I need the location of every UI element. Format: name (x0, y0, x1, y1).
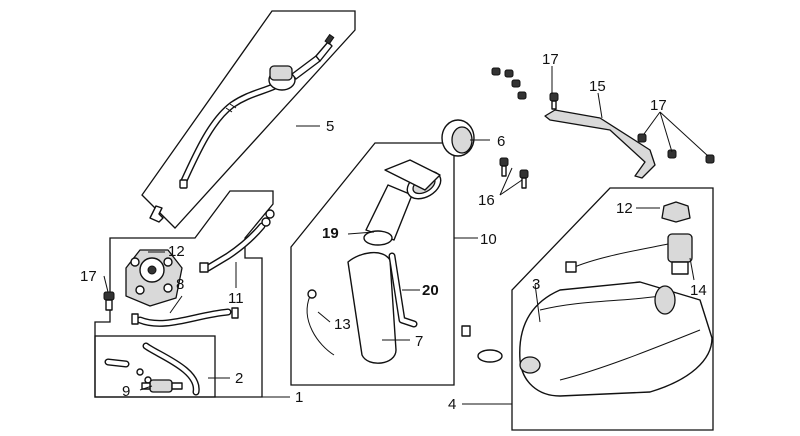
drain-hose (306, 289, 335, 356)
fuel-cock-with-tube (179, 33, 335, 189)
callout-7: 7 (415, 333, 423, 350)
fuel-tank-group-frame (511, 187, 714, 431)
pump-mounting-bolt (103, 291, 115, 311)
vacuum-hose-with-clips (199, 209, 275, 273)
screws-16 (499, 157, 529, 189)
callout-1: 1 (295, 389, 303, 406)
callout-11: 11 (228, 290, 244, 307)
callout-17-top: 17 (542, 51, 559, 68)
filler-neck-group-frame (290, 142, 455, 386)
fuel-level-sensor (565, 233, 693, 275)
callout-19: 19 (322, 225, 339, 242)
fuel-pump-body (125, 249, 183, 307)
fuel-cock-hose-group-frame (141, 10, 356, 229)
callout-15: 15 (589, 78, 606, 95)
callout-10: 10 (480, 231, 497, 248)
fuel-tank (519, 281, 713, 397)
bolts-17-top (491, 67, 559, 110)
callout-17-right: 17 (650, 97, 667, 114)
callout-3: 3 (532, 276, 540, 293)
callout-16: 16 (478, 192, 495, 209)
tank-bracket (544, 109, 656, 179)
fuel-filter (141, 379, 183, 393)
fuel-cap (441, 119, 475, 157)
misc-clamps (461, 325, 503, 363)
callout-20: 20 (422, 282, 439, 299)
callout-12-pump: 12 (168, 243, 185, 260)
callout-5: 5 (326, 118, 334, 135)
filler-neck (347, 159, 442, 364)
leader-lines (103, 66, 709, 405)
fuel-pump-assembly-frame (94, 190, 274, 398)
callout-9: 9 (122, 383, 130, 400)
callout-14: 14 (690, 282, 707, 299)
hose-clip (149, 205, 164, 223)
callout-4: 4 (448, 396, 456, 413)
callout-6: 6 (497, 133, 505, 150)
callout-17-left: 17 (80, 268, 97, 285)
bolts-17-right (637, 133, 715, 164)
callout-13: 13 (334, 316, 351, 333)
callout-12-tank-cap: 12 (616, 200, 633, 217)
fuel-hose (131, 307, 239, 327)
callout-8: 8 (176, 276, 184, 293)
callout-2: 2 (235, 370, 243, 387)
filter-subgroup-frame (94, 335, 216, 398)
breather-tube (388, 252, 418, 328)
fuel-filter-hoses (104, 342, 200, 396)
tank-cap-12 (661, 201, 691, 223)
